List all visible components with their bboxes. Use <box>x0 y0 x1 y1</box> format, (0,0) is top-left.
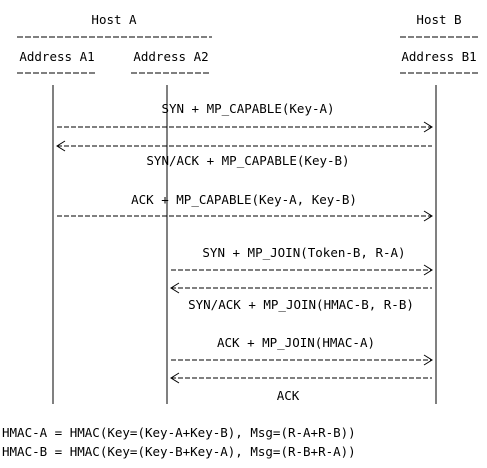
message-label-4: SYN + MP_JOIN(Token-B, R-A) <box>202 245 405 260</box>
address-a2-label: Address A2 <box>133 49 208 64</box>
message-arrow-2 <box>56 140 432 152</box>
message-arrow-6 <box>171 354 433 366</box>
message-label-7: ACK <box>277 388 300 403</box>
message-arrow-3 <box>57 210 433 222</box>
message-label-3: ACK + MP_CAPABLE(Key-A, Key-B) <box>131 192 357 207</box>
message-label-5: SYN/ACK + MP_JOIN(HMAC-B, R-B) <box>188 297 414 312</box>
host-a-title: Host A <box>91 12 137 27</box>
address-a1-label: Address A1 <box>19 49 94 64</box>
message-arrow-7 <box>170 372 432 384</box>
message-label-1: SYN + MP_CAPABLE(Key-A) <box>161 101 334 116</box>
host-b-title: Host B <box>416 12 461 27</box>
message-label-2: SYN/ACK + MP_CAPABLE(Key-B) <box>146 153 349 168</box>
hmac-a-formula: HMAC-A = HMAC(Key=(Key-A+Key-B), Msg=(R-… <box>2 425 356 440</box>
message-label-6: ACK + MP_JOIN(HMAC-A) <box>217 335 375 350</box>
address-b1-label: Address B1 <box>401 49 476 64</box>
message-arrow-5 <box>170 282 432 294</box>
message-arrow-1 <box>57 121 433 133</box>
hmac-b-formula: HMAC-B = HMAC(Key=(Key-B+Key-A), Msg=(R-… <box>2 444 356 459</box>
message-arrow-4 <box>171 264 433 276</box>
